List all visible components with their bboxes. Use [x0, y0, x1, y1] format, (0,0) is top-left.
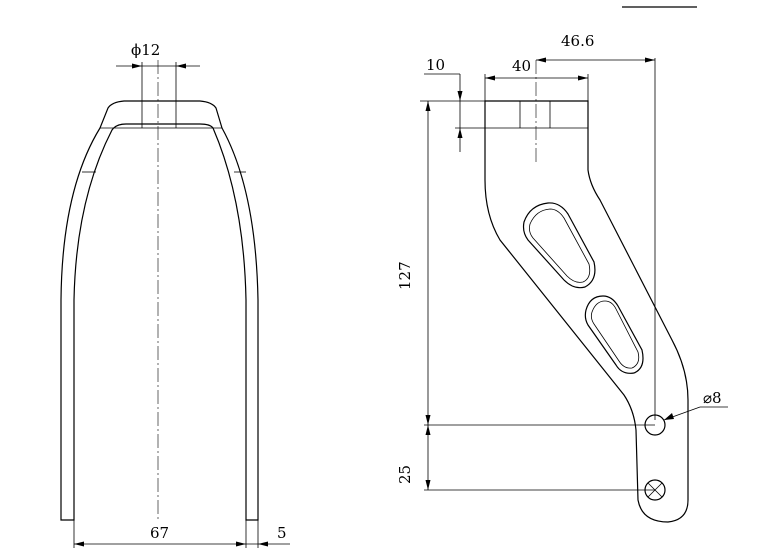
height-arrow-top: [425, 101, 431, 111]
top-thick-arrow-2: [457, 128, 463, 138]
bore-arrow-right: [176, 63, 186, 69]
hole-offset-label: 46.6: [561, 32, 594, 50]
upper-slot: [522, 202, 596, 289]
width-arrow-right: [236, 541, 246, 547]
hole-spacing-label: 25: [396, 465, 414, 484]
height-arrow-bottom: [425, 415, 431, 425]
bore-diameter-label: ϕ12: [131, 41, 160, 59]
top-width-arrow-left: [485, 75, 495, 81]
leg-arrow: [258, 541, 268, 547]
width-arrow-left: [74, 541, 84, 547]
front-view: ϕ12 67 5: [60, 41, 290, 548]
hole-diameter-arrow: [664, 413, 674, 420]
fork-outer-outline: [60, 100, 259, 521]
side-view: 46.6 40 10 127 25 ⌀8: [396, 32, 728, 523]
width-label: 67: [150, 524, 169, 542]
height-label: 127: [396, 261, 414, 290]
hole-diameter-label: ⌀8: [703, 389, 722, 407]
spacing-arrow-bottom: [425, 480, 431, 490]
top-thickness-label: 10: [426, 56, 445, 74]
bore-arrow-left: [132, 63, 142, 69]
spacing-arrow-top: [425, 425, 431, 435]
top-width-label: 40: [512, 57, 531, 75]
lower-slot-inner: [590, 300, 640, 369]
arm-outline: [484, 100, 689, 523]
lower-slot: [584, 295, 644, 374]
offset-arrow: [645, 57, 655, 63]
top-width-arrow-right: [578, 75, 588, 81]
top-thick-arrow-1: [457, 91, 463, 101]
leg-thickness-label: 5: [277, 524, 287, 542]
upper-slot-inner: [529, 208, 591, 283]
offset-arrow-left: [536, 57, 546, 63]
